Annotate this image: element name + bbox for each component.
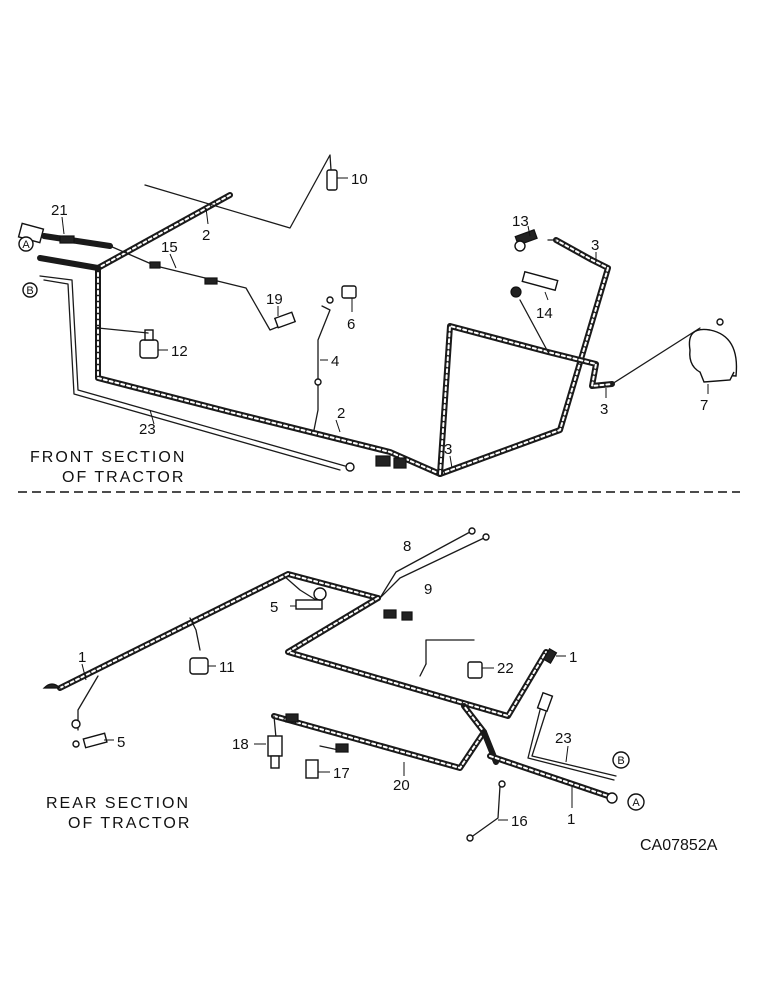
callout-19: 19: [266, 291, 283, 308]
rear-section-caption-line1: REAR SECTION: [46, 795, 190, 812]
callout-21: 21: [51, 202, 68, 219]
harness-2-front: [37, 192, 443, 477]
wire-4: [313, 296, 334, 431]
callout-12: 12: [171, 343, 188, 360]
sensor-14-icon: [510, 270, 559, 298]
callout-14: 14: [536, 305, 553, 322]
wire-rear-misc: [77, 575, 506, 842]
callout-1-right: 1: [569, 649, 577, 666]
plug-pair-front: [375, 455, 407, 469]
connector-rear-plug: [285, 609, 558, 753]
front-section: A B 10 2 21 15 19 6 12 4 23 2 3 13 3 14: [17, 154, 738, 486]
pressure-switch-12-icon: [97, 327, 159, 359]
harness-23-rear: [527, 691, 617, 781]
callout-22: 22: [497, 660, 514, 677]
callout-13: 13: [512, 213, 529, 230]
harness-3-front: [437, 237, 615, 477]
callout-9: 9: [424, 581, 432, 598]
sender-19-icon: [273, 311, 297, 329]
callout-11: 11: [219, 659, 235, 676]
sensor-18-icon: [267, 735, 283, 769]
front-section-caption-line2: OF TRACTOR: [62, 469, 185, 486]
callout-3-upper: 3: [591, 237, 599, 254]
wire-10-line: [144, 154, 333, 229]
ref-b-rear: B: [612, 751, 630, 769]
ref-b-front: B: [22, 282, 38, 298]
callout-23-front: 23: [139, 421, 156, 438]
callout-16: 16: [511, 813, 528, 830]
ref-letter-a: A: [22, 239, 30, 251]
callout-1-lower: 1: [567, 811, 575, 828]
callout-17: 17: [333, 765, 350, 782]
ref-letter-b-rear: B: [617, 755, 624, 767]
callout-5-lower: 5: [117, 734, 125, 751]
sensor-5-upper-icon: [295, 587, 327, 610]
sensor-10-icon: [326, 169, 338, 191]
callout-15: 15: [161, 239, 178, 256]
rear-section-caption-line2: OF TRACTOR: [68, 815, 191, 832]
harness-23-front: [39, 275, 355, 472]
wire-8-9: [379, 527, 490, 599]
ring-terminal-rear: [606, 792, 618, 804]
sensor-22-icon: [467, 661, 483, 679]
callout-1-left: 1: [78, 649, 86, 666]
wire-horn: [519, 239, 701, 385]
callout-7: 7: [700, 397, 708, 414]
harness-1-rear-lower: [487, 753, 611, 799]
rear-section: B A 8 9 5 1 11 22 1 5 18 23 17 20 16 1 R…: [42, 527, 718, 854]
ref-a-rear: A: [627, 793, 645, 811]
callout-5-upper: 5: [270, 599, 278, 616]
callout-10: 10: [351, 171, 368, 188]
callout-20: 20: [393, 777, 410, 794]
callout-4: 4: [331, 353, 339, 370]
harness-1-rear-upper: [57, 571, 549, 719]
sensor-17-icon: [305, 759, 319, 779]
callout-3-lower: 3: [600, 401, 608, 418]
callout-2-lower: 2: [337, 405, 345, 422]
connector-13-icon: [514, 229, 538, 252]
wire-15: [109, 245, 291, 331]
pressure-switch-11-icon: [189, 657, 209, 675]
callout-3-center: 3: [444, 441, 452, 458]
sensor-5-lower-icon: [71, 719, 108, 749]
ref-letter-a-rear: A: [632, 797, 640, 809]
ref-a-front: A: [18, 236, 34, 252]
ref-letter-b: B: [26, 285, 33, 297]
callout-23-rear: 23: [555, 730, 572, 747]
front-section-caption-line1: FRONT SECTION: [30, 449, 186, 466]
callout-2-upper: 2: [202, 227, 210, 244]
callout-8: 8: [403, 538, 411, 555]
callout-18: 18: [232, 736, 249, 753]
sender-6-icon: [341, 285, 357, 299]
ring-terminal-1-icon: [42, 683, 62, 689]
harness-20: [271, 703, 499, 771]
callout-6: 6: [347, 316, 355, 333]
drawing-code: CA07852A: [640, 837, 718, 854]
horn-7-icon: [688, 318, 738, 383]
